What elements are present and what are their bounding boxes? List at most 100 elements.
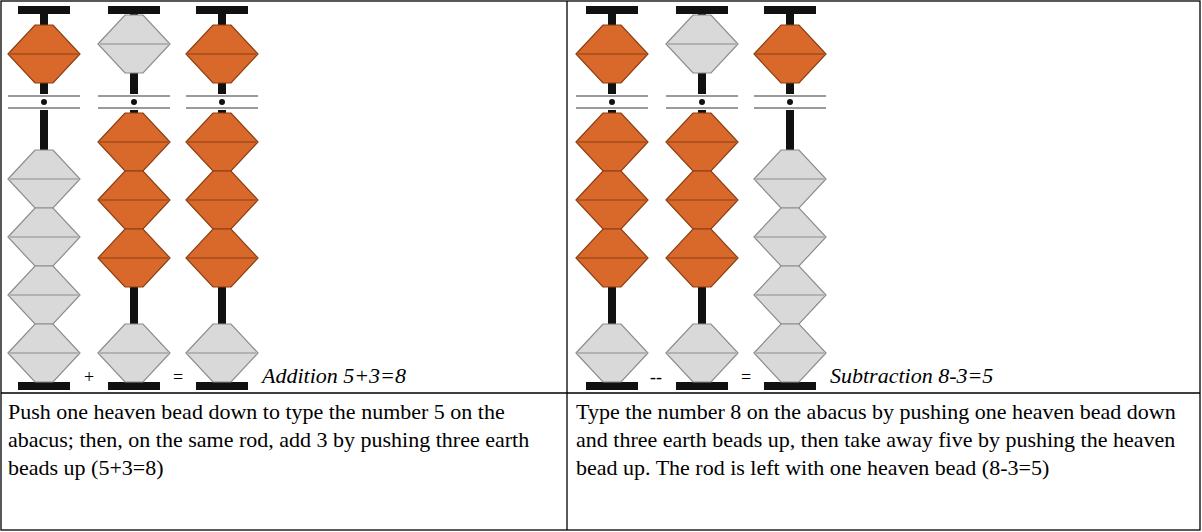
frame-bar bbox=[196, 382, 248, 390]
abacus-rod bbox=[754, 6, 826, 390]
active-bead bbox=[576, 171, 648, 229]
idle-bead bbox=[98, 324, 170, 382]
idle-bead bbox=[98, 15, 170, 73]
table-cell-text: Push one heaven bead down to type the nu… bbox=[8, 398, 560, 482]
active-bead bbox=[8, 25, 80, 83]
bead-seam bbox=[756, 352, 824, 353]
abacus-rod bbox=[98, 6, 170, 390]
idle-bead bbox=[8, 266, 80, 324]
active-bead bbox=[186, 229, 258, 287]
beam-dot bbox=[609, 99, 615, 105]
frame-bar bbox=[764, 6, 816, 14]
beam-dot bbox=[699, 99, 705, 105]
beam-line bbox=[754, 95, 826, 97]
bead-seam bbox=[100, 257, 168, 258]
beam-line bbox=[8, 95, 80, 97]
bead-seam bbox=[188, 199, 256, 200]
beam-line bbox=[576, 95, 648, 97]
idle-bead bbox=[754, 208, 826, 266]
beam bbox=[666, 94, 738, 110]
beam-dot bbox=[787, 99, 793, 105]
bead-seam bbox=[578, 53, 646, 54]
beam bbox=[8, 94, 80, 110]
operator-sign: = bbox=[741, 366, 751, 389]
operator-sign: + bbox=[84, 366, 94, 389]
frame-bar bbox=[764, 382, 816, 390]
bead-seam bbox=[578, 199, 646, 200]
idle-bead bbox=[754, 324, 826, 382]
bead-seam bbox=[188, 352, 256, 353]
bead-seam bbox=[578, 257, 646, 258]
operator-sign: = bbox=[173, 366, 183, 389]
frame-bar bbox=[18, 382, 70, 390]
bead-seam bbox=[668, 43, 736, 44]
beam bbox=[98, 94, 170, 110]
active-bead bbox=[576, 25, 648, 83]
bead-seam bbox=[578, 141, 646, 142]
beam-dot bbox=[131, 99, 137, 105]
bead-seam bbox=[10, 178, 78, 179]
bead-seam bbox=[188, 141, 256, 142]
beam-line bbox=[666, 107, 738, 109]
beam-dot bbox=[219, 99, 225, 105]
beam-line bbox=[8, 107, 80, 109]
idle-bead bbox=[576, 324, 648, 382]
idle-bead bbox=[8, 150, 80, 208]
beam-line bbox=[98, 107, 170, 109]
bead-seam bbox=[668, 199, 736, 200]
beam-line bbox=[754, 107, 826, 109]
table-cell-text: Type the number 8 on the abacus by pushi… bbox=[576, 398, 1192, 482]
bead-seam bbox=[10, 352, 78, 353]
active-bead bbox=[186, 113, 258, 171]
abacus-rod bbox=[576, 6, 648, 390]
bead-seam bbox=[100, 141, 168, 142]
idle-bead bbox=[186, 324, 258, 382]
frame-bar bbox=[108, 382, 160, 390]
frame-bar bbox=[108, 6, 160, 14]
bead-seam bbox=[668, 257, 736, 258]
active-bead bbox=[576, 113, 648, 171]
frame-bar bbox=[676, 6, 728, 14]
frame-bar bbox=[676, 382, 728, 390]
active-bead bbox=[666, 113, 738, 171]
bead-seam bbox=[668, 141, 736, 142]
active-bead bbox=[98, 113, 170, 171]
bead-seam bbox=[756, 53, 824, 54]
abacus-rod bbox=[186, 6, 258, 390]
beam-line bbox=[576, 107, 648, 109]
idle-bead bbox=[666, 324, 738, 382]
frame-bar bbox=[196, 6, 248, 14]
bead-seam bbox=[756, 178, 824, 179]
beam-line bbox=[186, 95, 258, 97]
beam bbox=[754, 94, 826, 110]
idle-bead bbox=[754, 150, 826, 208]
idle-bead bbox=[8, 208, 80, 266]
idle-bead bbox=[666, 15, 738, 73]
bead-seam bbox=[756, 236, 824, 237]
active-bead bbox=[98, 171, 170, 229]
bead-seam bbox=[100, 199, 168, 200]
bead-seam bbox=[188, 53, 256, 54]
bead-seam bbox=[100, 43, 168, 44]
bead-seam bbox=[100, 352, 168, 353]
active-bead bbox=[186, 171, 258, 229]
bead-seam bbox=[668, 352, 736, 353]
bead-seam bbox=[188, 257, 256, 258]
example-caption: Subtraction 8-3=5 bbox=[830, 362, 993, 390]
beam bbox=[576, 94, 648, 110]
operator-sign: -- bbox=[650, 366, 662, 389]
active-bead bbox=[186, 25, 258, 83]
idle-bead bbox=[8, 324, 80, 382]
beam-line bbox=[186, 107, 258, 109]
active-bead bbox=[666, 229, 738, 287]
active-bead bbox=[666, 171, 738, 229]
beam-line bbox=[98, 95, 170, 97]
active-bead bbox=[98, 229, 170, 287]
abacus-rod bbox=[8, 6, 80, 390]
active-bead bbox=[576, 229, 648, 287]
beam-line bbox=[666, 95, 738, 97]
bead-seam bbox=[10, 53, 78, 54]
abacus-rod bbox=[666, 6, 738, 390]
